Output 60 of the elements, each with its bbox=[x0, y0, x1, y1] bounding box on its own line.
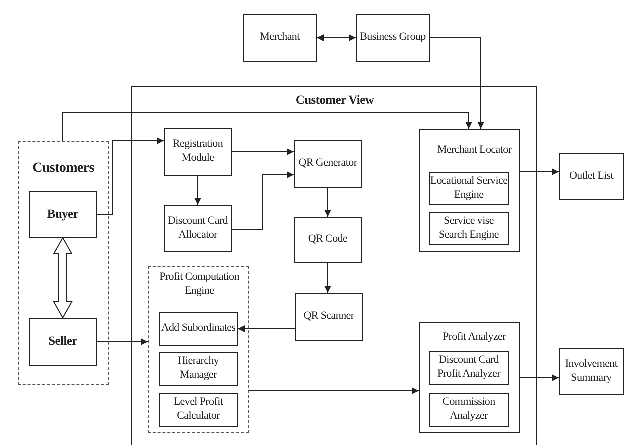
box-label: QR Scanner bbox=[304, 310, 354, 324]
box-label: QR Generator bbox=[298, 157, 358, 171]
heading: Merchant Locator bbox=[436, 144, 513, 158]
container-box bbox=[131, 86, 537, 445]
group-box bbox=[419, 322, 520, 433]
arrow bbox=[96, 138, 164, 216]
box-label: QR Code bbox=[308, 233, 348, 247]
box-label: Service vise Search Engine bbox=[438, 214, 500, 242]
box-label: Level Profit Calculator bbox=[172, 396, 224, 424]
heading: Customer View bbox=[294, 93, 376, 109]
process-box bbox=[429, 351, 509, 385]
box-label: Seller bbox=[48, 334, 78, 350]
arrow bbox=[324, 188, 332, 218]
box-label: Discount Card Profit Analyzer bbox=[436, 354, 502, 382]
box-label: Business Group bbox=[360, 31, 426, 45]
box-label: Merchant bbox=[260, 31, 300, 45]
arrow bbox=[62, 112, 472, 142]
arrow bbox=[430, 38, 484, 130]
box-label: Registration Module bbox=[172, 138, 224, 166]
process-box bbox=[243, 14, 317, 62]
process-box bbox=[159, 393, 238, 427]
arrow bbox=[194, 176, 202, 206]
process-box bbox=[356, 14, 430, 62]
group-box bbox=[419, 129, 520, 252]
process-box bbox=[159, 312, 238, 346]
arrow bbox=[238, 326, 296, 332]
dashed-group-box bbox=[18, 141, 109, 385]
arrow bbox=[520, 374, 560, 382]
process-box bbox=[295, 293, 363, 341]
arrow bbox=[232, 148, 294, 156]
box-label: Commission Analyzer bbox=[442, 396, 496, 424]
box-label: Involvement Summary bbox=[564, 358, 619, 386]
arrow bbox=[248, 388, 420, 394]
dashed-group-box bbox=[148, 266, 249, 433]
box-label: Discount Card Allocator bbox=[167, 214, 229, 242]
heading: Profit Analyzer bbox=[442, 331, 508, 345]
box-label: Locational Service Engine bbox=[430, 174, 508, 202]
process-box bbox=[164, 205, 232, 252]
process-box bbox=[294, 217, 362, 263]
process-box bbox=[159, 352, 238, 386]
arrow bbox=[316, 34, 356, 42]
box-label: Buyer bbox=[47, 206, 79, 222]
process-box bbox=[559, 153, 624, 200]
box-label: Add Subordinates bbox=[161, 322, 236, 336]
arrow bbox=[96, 338, 148, 346]
process-box bbox=[559, 348, 624, 395]
arrow bbox=[520, 168, 560, 176]
arrow bbox=[232, 172, 294, 230]
heading: Customers bbox=[32, 160, 96, 178]
process-box bbox=[29, 191, 97, 238]
process-box bbox=[429, 212, 509, 245]
box-label: Hierarchy Manager bbox=[176, 355, 220, 383]
process-box bbox=[29, 318, 97, 366]
process-box bbox=[164, 128, 232, 176]
arrow bbox=[324, 262, 332, 294]
heading: Profit Computation Engine bbox=[158, 271, 240, 298]
double-arrow bbox=[53, 236, 73, 320]
process-box bbox=[294, 140, 362, 188]
box-label: Outlet List bbox=[569, 170, 614, 184]
process-box bbox=[429, 393, 509, 427]
